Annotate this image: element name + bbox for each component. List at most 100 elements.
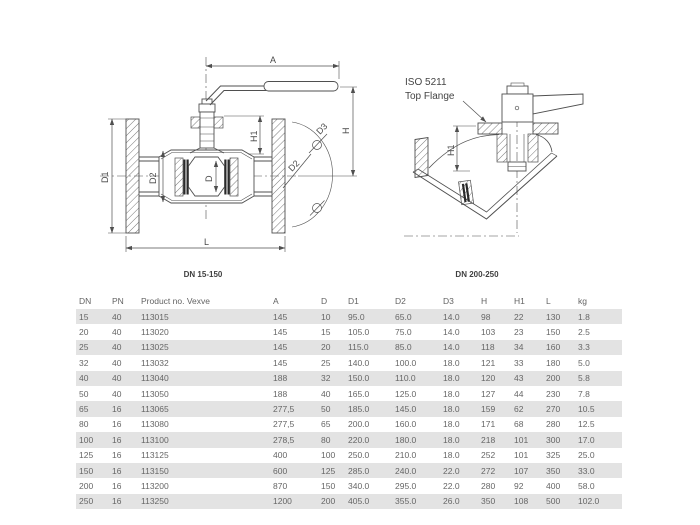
table-row: 250 16 113250 1200 200 405.0 355.0 26.0 … xyxy=(76,493,622,510)
table-row: 32 40 113032 145 25 140.0 100.0 18.0 121… xyxy=(76,355,622,370)
cell-pn: 16 xyxy=(112,419,122,430)
table-row: 125 16 113125 400 100 250.0 210.0 18.0 2… xyxy=(76,448,622,463)
cell-a: 600 xyxy=(273,465,288,476)
cell-a: 145 xyxy=(273,342,288,353)
iso-note-line2: Top Flange xyxy=(405,91,455,102)
cell-pn: 16 xyxy=(112,496,122,507)
cell-dn: 40 xyxy=(79,373,89,384)
cell-d1: 140.0 xyxy=(348,357,370,368)
cell-pn: 16 xyxy=(112,434,122,445)
cell-d1: 165.0 xyxy=(348,388,370,399)
cell-pn: 40 xyxy=(112,373,122,384)
cell-dn: 200 xyxy=(79,480,94,491)
cell-d1: 405.0 xyxy=(348,496,370,507)
cell-h: 121 xyxy=(481,357,496,368)
cell-product-no: 113250 xyxy=(141,496,169,507)
cell-d1: 340.0 xyxy=(348,480,370,491)
cell-kg: 58.0 xyxy=(578,480,595,491)
cell-d3: 14.0 xyxy=(443,327,460,338)
cell-l: 280 xyxy=(546,419,561,430)
cell-h: 280 xyxy=(481,480,496,491)
cell-d2: 210.0 xyxy=(395,450,417,461)
cell-a: 400 xyxy=(273,450,288,461)
cell-d: 10 xyxy=(321,311,331,322)
cell-d2: 295.0 xyxy=(395,480,417,491)
cell-l: 325 xyxy=(546,450,561,461)
cell-d2: 125.0 xyxy=(395,388,417,399)
cell-l: 400 xyxy=(546,480,561,491)
cell-a: 1200 xyxy=(273,496,292,507)
cell-d3: 18.0 xyxy=(443,357,460,368)
column-header: DN xyxy=(79,296,92,306)
table-body: 15 40 113015 145 10 95.0 65.0 14.0 98 22… xyxy=(76,309,622,510)
cell-h: 120 xyxy=(481,373,496,384)
cell-d1: 95.0 xyxy=(348,311,365,322)
cell-product-no: 113200 xyxy=(141,480,169,491)
cell-h: 252 xyxy=(481,450,496,461)
cell-product-no: 113020 xyxy=(141,327,169,338)
cell-l: 300 xyxy=(546,434,561,445)
column-header: H xyxy=(481,296,488,306)
cell-d3: 18.0 xyxy=(443,450,460,461)
cell-d2: 85.0 xyxy=(395,342,412,353)
column-header: Product no. Vexve xyxy=(141,296,210,306)
cell-d1: 250.0 xyxy=(348,450,370,461)
cell-d2: 100.0 xyxy=(395,357,417,368)
dim-label-d3: D3 xyxy=(314,121,329,136)
cell-dn: 20 xyxy=(79,327,89,338)
cell-h: 218 xyxy=(481,434,496,445)
column-header: D xyxy=(321,296,328,306)
caption-dn15-150: DN 15-150 xyxy=(184,270,223,279)
cell-h: 171 xyxy=(481,419,496,430)
dim-label-h1-right: H1 xyxy=(446,144,456,156)
cell-product-no: 113050 xyxy=(141,388,169,399)
valve-diagram-dn15-150 xyxy=(100,57,357,252)
cell-d: 65 xyxy=(321,419,331,430)
cell-l: 500 xyxy=(546,496,561,507)
cell-d: 50 xyxy=(321,404,331,415)
cell-a: 145 xyxy=(273,357,288,368)
column-header: kg xyxy=(578,296,587,306)
table-row: 20 40 113020 145 15 105.0 75.0 14.0 103 … xyxy=(76,324,622,339)
cell-pn: 16 xyxy=(112,480,122,491)
cell-dn: 80 xyxy=(79,419,89,430)
dim-label-d1: D1 xyxy=(100,171,110,183)
cell-product-no: 113015 xyxy=(141,311,169,322)
dim-label-d: D xyxy=(204,175,214,182)
cell-d: 40 xyxy=(321,388,331,399)
cell-pn: 40 xyxy=(112,357,122,368)
cell-dn: 15 xyxy=(79,311,89,322)
column-header: D2 xyxy=(395,296,406,306)
cell-d2: 160.0 xyxy=(395,419,417,430)
cell-h1: 62 xyxy=(514,404,524,415)
cell-dn: 32 xyxy=(79,357,89,368)
cell-h: 98 xyxy=(481,311,491,322)
column-header: A xyxy=(273,296,279,306)
cell-kg: 2.5 xyxy=(578,327,590,338)
cell-d3: 18.0 xyxy=(443,388,460,399)
cell-l: 230 xyxy=(546,388,561,399)
column-header: D3 xyxy=(443,296,454,306)
cell-dn: 25 xyxy=(79,342,89,353)
cell-h: 118 xyxy=(481,342,495,353)
table-row: 65 16 113065 277,5 50 185.0 145.0 18.0 1… xyxy=(76,401,622,417)
cell-d1: 285.0 xyxy=(348,465,370,476)
cell-product-no: 113125 xyxy=(141,450,169,461)
cell-product-no: 113150 xyxy=(141,465,169,476)
table-header-row: DN PN Product no. Vexve A D D1 D2 D3 H H… xyxy=(76,292,622,309)
cell-h1: 107 xyxy=(514,465,529,476)
table-row: 40 40 113040 188 32 150.0 110.0 18.0 120… xyxy=(76,370,622,386)
cell-a: 870 xyxy=(273,480,288,491)
cell-h: 103 xyxy=(481,327,496,338)
cell-pn: 40 xyxy=(112,311,122,322)
cell-d: 25 xyxy=(321,357,331,368)
cell-h1: 43 xyxy=(514,373,524,384)
cell-kg: 33.0 xyxy=(578,465,595,476)
dim-label-h1-left: H1 xyxy=(249,130,259,142)
cell-kg: 12.5 xyxy=(578,419,595,430)
cell-a: 277,5 xyxy=(273,419,295,430)
column-header: L xyxy=(546,296,551,306)
table-row: 100 16 113100 278,5 80 220.0 180.0 18.0 … xyxy=(76,432,622,448)
cell-d: 200 xyxy=(321,496,336,507)
